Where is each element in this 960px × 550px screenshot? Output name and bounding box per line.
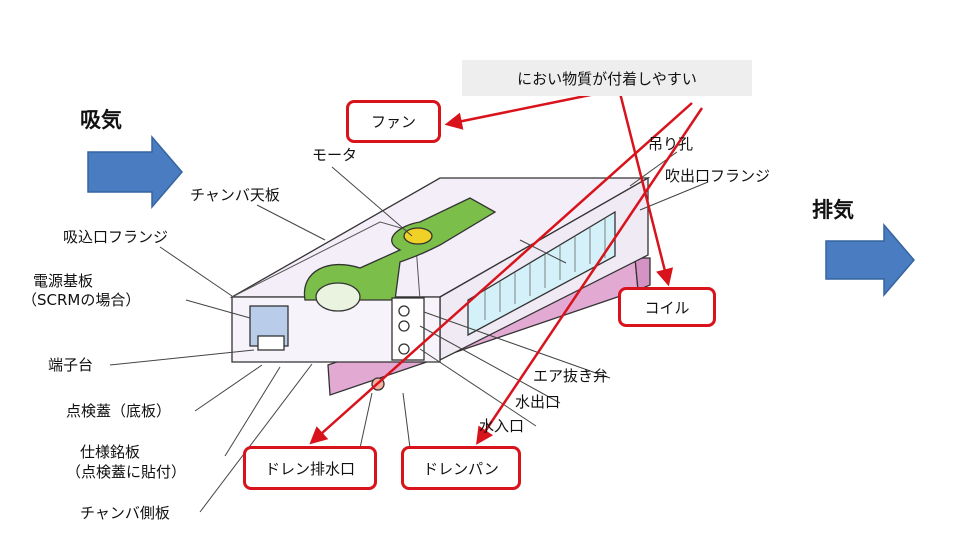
- leader-lines: [109, 151, 709, 513]
- fan-highlight-box: ファン: [346, 100, 441, 143]
- exhaust-arrow-icon: [825, 222, 915, 298]
- motor-shape: [403, 227, 433, 245]
- outlet-flange-label: 吹出口フランジ: [665, 167, 771, 185]
- odor-callout: におい物質が付着しやすい: [462, 60, 752, 96]
- nameplate-label: 仕様銘板: [80, 443, 141, 461]
- exhaust-label: 排気: [812, 198, 854, 222]
- fan-coil-unit: [229, 176, 651, 396]
- drain-pan-highlight-box: ドレンパン: [401, 446, 521, 490]
- intake-label: 吸気: [80, 108, 122, 132]
- water-outlet-label: 水出口: [515, 393, 561, 411]
- fan-housing-shape: [303, 197, 497, 301]
- chamber-side-label: チャンバ側板: [80, 504, 170, 522]
- inspection-cover-label: 点検蓋（底板）: [66, 402, 172, 420]
- chamber-top-label: チャンバ天板: [190, 186, 280, 204]
- nameplate-note: （点検蓋に貼付）: [66, 463, 187, 481]
- drain-outlet-highlight-box: ドレン排水口: [243, 446, 377, 490]
- highlight-arrows: [309, 91, 704, 445]
- power-board-label: 電源基板: [33, 272, 94, 290]
- motor-label: モータ: [312, 146, 358, 164]
- intake-arrow-icon: [87, 134, 183, 210]
- coil-highlight-box: コイル: [618, 287, 716, 327]
- power-board-note: （SCRMの場合）: [22, 291, 141, 309]
- terminal-block-label: 端子台: [48, 356, 94, 374]
- hanging-hole-label: 吊り孔: [648, 135, 694, 153]
- inlet-flange-label: 吸込口フランジ: [63, 228, 169, 246]
- coil-shape: [467, 210, 616, 337]
- air-vent-label: エア抜き弁: [533, 367, 609, 385]
- water-inlet-label: 水入口: [479, 417, 525, 435]
